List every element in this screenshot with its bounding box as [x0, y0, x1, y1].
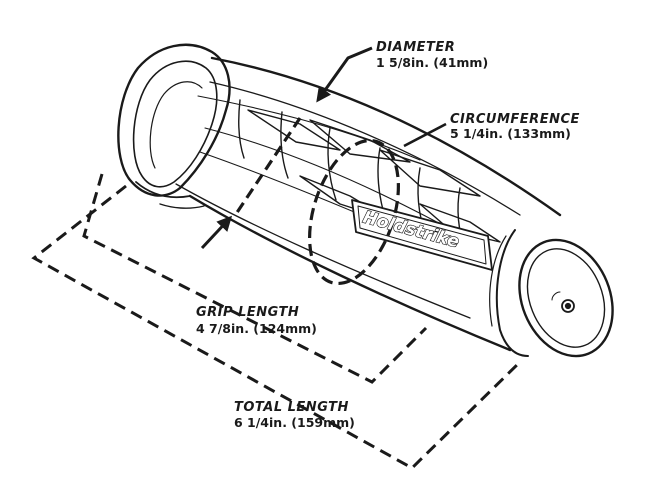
diameter-leader: [316, 46, 373, 103]
grip-length-label: GRIP LENGTH 4 7/8in. (124mm): [196, 305, 317, 336]
grip-length-title: GRIP LENGTH: [196, 305, 299, 320]
circumference-title: CIRCUMFERENCE: [450, 112, 580, 127]
grip-length-value: 4 7/8in. (124mm): [196, 321, 317, 336]
circumference-label: CIRCUMFERENCE 5 1/4in. (133mm): [450, 112, 580, 141]
circumference-leader: [403, 122, 447, 148]
total-length-label: TOTAL LENGTH 6 1/4in. (159mm): [234, 400, 355, 430]
total-length-bracket: [31, 184, 522, 470]
diameter-line: [234, 117, 302, 215]
diameter-title: DIAMETER: [376, 40, 455, 55]
grip-illustration: [117, 43, 614, 358]
brand-panel: [351, 199, 493, 271]
grip-length-bracket: [82, 173, 428, 384]
grip-flange: [117, 43, 231, 209]
diameter-value: 1 5/8in. (41mm): [376, 55, 488, 70]
dimension-indicators: [31, 46, 522, 470]
grip-end-cap: [489, 229, 614, 358]
diameter-bottom-arrow: [200, 215, 233, 250]
total-length-title: TOTAL LENGTH: [234, 400, 349, 415]
circumference-value: 5 1/4in. (133mm): [450, 126, 571, 141]
total-length-value: 6 1/4in. (159mm): [234, 415, 355, 430]
circumference-ellipse: [308, 138, 400, 286]
diameter-label: DIAMETER 1 5/8in. (41mm): [376, 40, 488, 70]
